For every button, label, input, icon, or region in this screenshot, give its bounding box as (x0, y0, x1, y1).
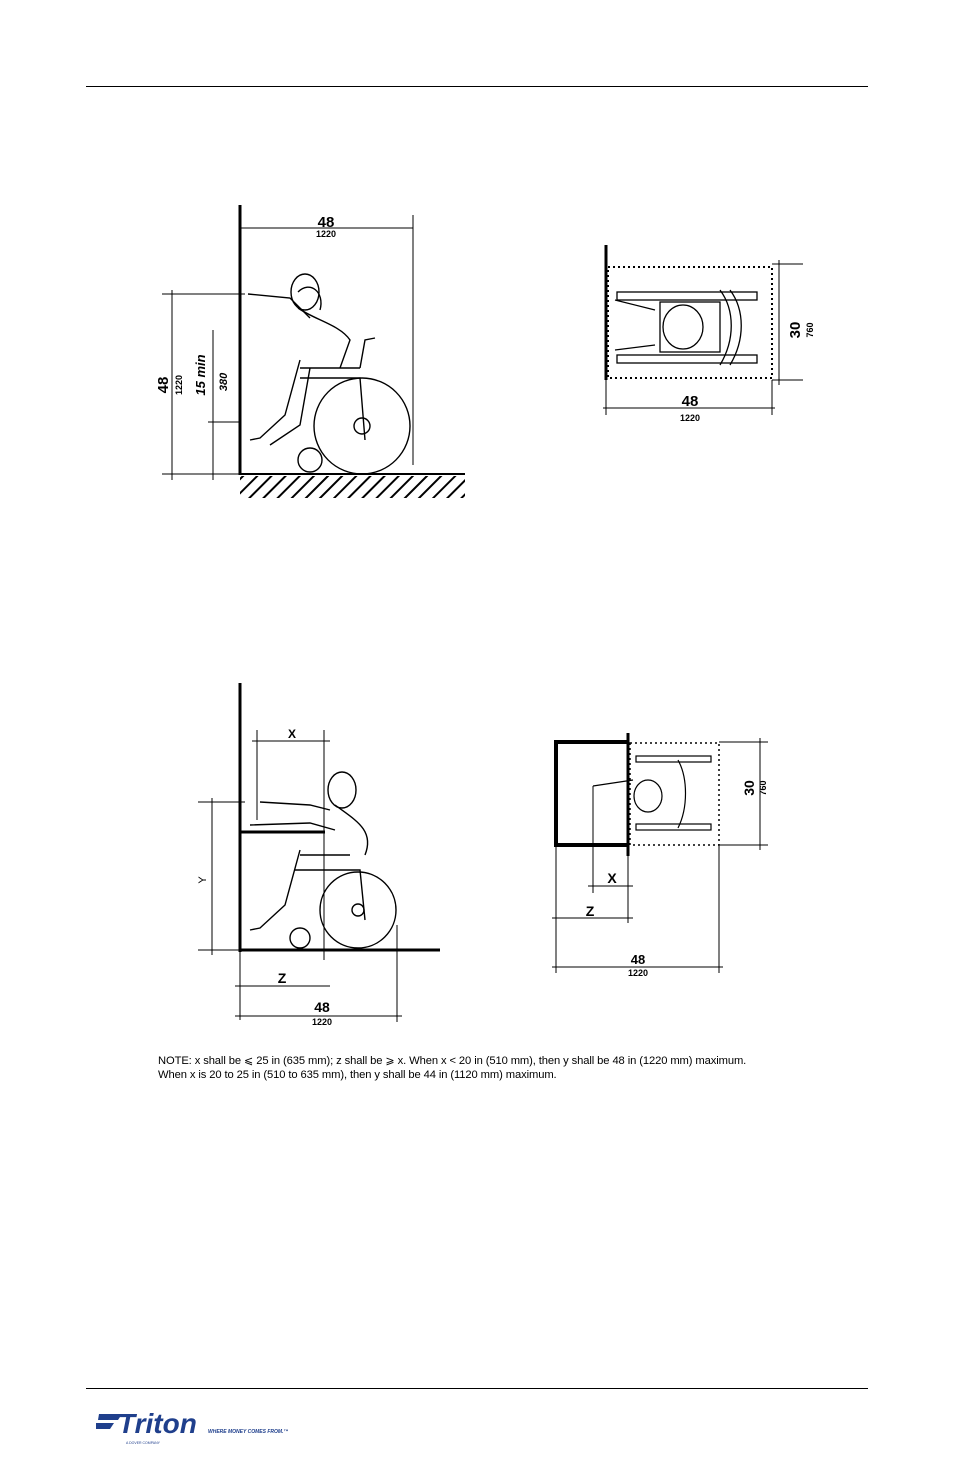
wheelchair-top-illustration (614, 289, 758, 366)
fig3-width: 48 (314, 999, 330, 1015)
fig4-z-label: Z (586, 903, 595, 919)
fig4-width: 48 (631, 952, 645, 967)
fig4-depth: 30 (741, 780, 757, 796)
figure-note: NOTE: x shall be ⩽ 25 in (635 mm); z sha… (158, 1054, 818, 1083)
wheelchair-user-counter-illustration (249, 771, 397, 949)
fig1-width: 48 (318, 214, 335, 231)
fig3-y-label: Y (197, 876, 209, 884)
fig4-width-mm: 1220 (628, 968, 648, 978)
triton-logo: Triton WHERE MONEY COMES FROM.™ A DOVER … (96, 1404, 316, 1454)
figure-top-reach-high: 30 760 48 1220 (595, 240, 825, 430)
fig1-height: 48 (155, 377, 172, 394)
note-line-1: NOTE: x shall be ⩽ 25 in (635 mm); z sha… (158, 1055, 747, 1067)
wheelchair-user-illustration (247, 273, 411, 475)
logo-sub: A DOVER COMPANY (126, 1441, 161, 1445)
logo-brand: Triton (118, 1408, 197, 1439)
figure-side-reach-high: 48 1220 48 1220 15 min 380 (150, 200, 480, 505)
fig2-depth-mm: 760 (805, 322, 815, 337)
fig2-width: 48 (682, 393, 699, 410)
fig2-depth: 30 (787, 322, 804, 339)
footer-rule (86, 1388, 868, 1389)
fig1-min-height-mm: 380 (218, 372, 230, 391)
note-line-2: When x is 20 to 25 in (510 to 635 mm), t… (158, 1069, 557, 1082)
fig1-min-height: 15 min (193, 354, 208, 395)
figure-top-reach-obstructed: 30 760 X Z 48 1220 (548, 728, 778, 983)
fig3-width-mm: 1220 (312, 1017, 332, 1027)
fig3-x-label: X (288, 727, 296, 741)
fig2-width-mm: 1220 (680, 413, 700, 423)
fig1-width-mm: 1220 (316, 229, 336, 239)
header-rule (86, 86, 868, 87)
fig3-z-label: Z (278, 970, 287, 986)
figure-side-reach-obstructed: X Y Z 48 1220 (190, 680, 450, 1030)
fig1-height-mm: 1220 (174, 375, 184, 395)
fig4-x-label: X (607, 870, 617, 886)
fig4-depth-mm: 760 (758, 780, 768, 795)
wheelchair-top-counter-illustration (592, 755, 712, 831)
logo-tagline: WHERE MONEY COMES FROM.™ (208, 1429, 288, 1435)
